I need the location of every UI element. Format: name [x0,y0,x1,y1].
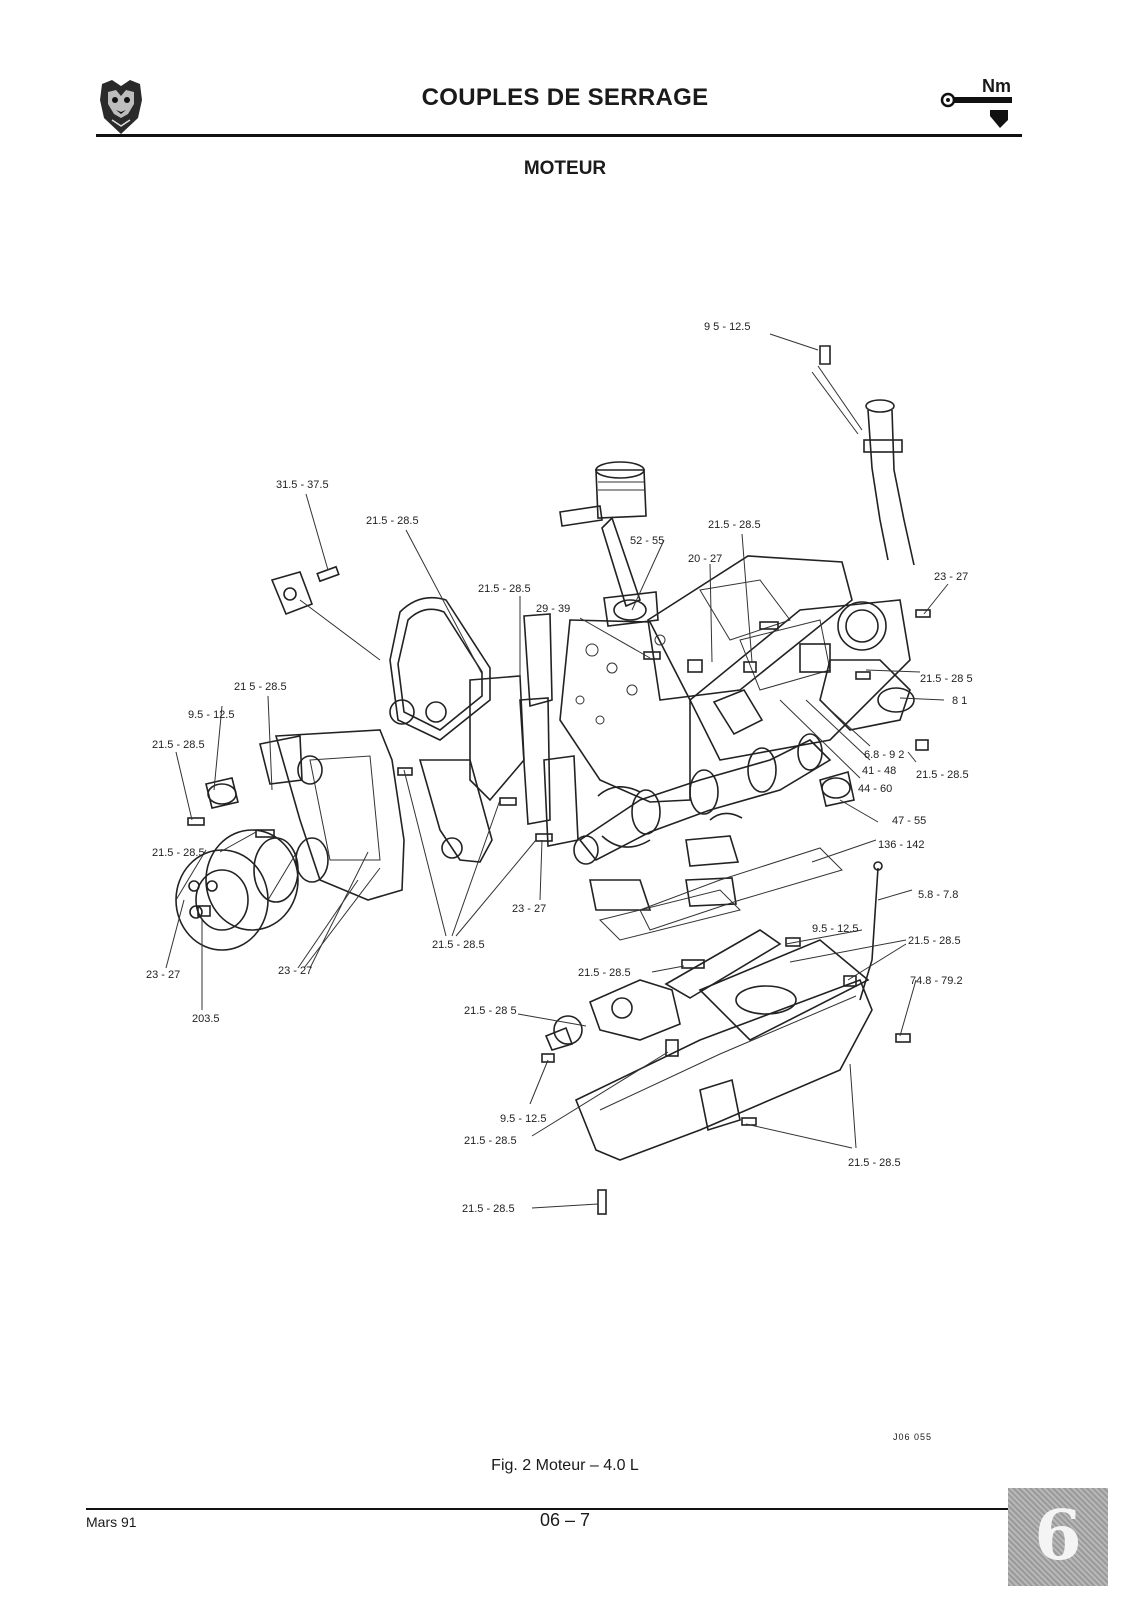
callout-label: 21.5 - 28.5 [916,769,969,781]
callout-label: 20 - 27 [688,553,722,565]
callout-label: 21.5 - 28.5 [464,1135,517,1147]
callout-label: 44 - 60 [858,783,892,795]
bearing-caps [589,786,843,941]
section-subtitle: MOTEUR [523,158,607,179]
callout-label: 52 - 55 [630,535,664,547]
oil-sump-and-pump [544,861,883,1161]
torque-wrench-icon: Nm [938,76,1018,134]
callout-label: 74.8 - 79.2 [910,975,963,987]
page-number: 06 – 7 [539,1510,591,1530]
callout-label: 9.5 - 12.5 [188,709,234,721]
footer-date: Mars 91 [86,1514,137,1530]
callout-label: 23 - 27 [934,571,968,583]
callout-label: 21.5 - 28.5 [152,847,205,859]
callout-label: 21.5 - 28.5 [848,1157,901,1169]
callout-label: 21.5 - 28.5 [478,583,531,595]
callout-label: 6.8 - 9 2 [864,749,904,761]
engine-mount-left [205,571,381,809]
callout-label: 31.5 - 37.5 [276,479,329,491]
piston-assembly [559,461,659,627]
callout-label: 21.5 - 28.5 [908,935,961,947]
oil-filler-tube [811,345,915,566]
page-title: COUPLES DE SERRAGE [421,84,709,111]
callout-label: 9 5 - 12.5 [704,321,750,333]
engine-mount-right [712,689,855,807]
callout-label: 23 - 27 [278,965,312,977]
callout-label: 47 - 55 [892,815,926,827]
crankshaft [573,733,832,865]
figure-reference: J06 055 [893,1432,933,1442]
callout-label: 136 - 142 [878,839,924,851]
figure-caption: Fig. 2 Moteur – 4.0 L [491,1457,639,1474]
callout-label: 21.5 - 28.5 [462,1203,515,1215]
callout-label: 21 5 - 28.5 [234,681,287,693]
jaguar-logo-icon [98,78,144,136]
callout-labels: 9 5 - 12.5 31.5 - 37.5 21.5 - 28.5 52 - … [146,321,973,1215]
footer-rule [86,1508,1008,1510]
callout-label: 203.5 [192,1013,220,1025]
callout-label: 21.5 - 28.5 [578,967,631,979]
section-tab: 6 [1008,1488,1108,1586]
engine-block [559,555,915,803]
section-tab-number: 6 [1034,1496,1082,1576]
timing-cover-and-pulleys [259,596,579,901]
unit-badge: Nm [982,76,1012,96]
callout-label: 9.5 - 12.5 [500,1113,546,1125]
callout-label: 21.5 - 28.5 [152,739,205,751]
callout-label: 5.8 - 7.8 [918,889,958,901]
callout-label: 23 - 27 [512,903,546,915]
callout-label: 23 - 27 [146,969,180,981]
callout-label: 9.5 - 12.5 [812,923,858,935]
callout-label: 21.5 - 28.5 [432,939,485,951]
callout-label: 8 1 [952,695,967,707]
bolts [187,565,931,1215]
header-rule [96,134,1022,137]
callout-label: 21.5 - 28 5 [920,673,973,685]
callout-label: 21.5 - 28 5 [464,1005,517,1017]
leader-lines [165,333,949,1209]
damper-pulley [175,829,329,951]
callout-label: 21.5 - 28.5 [708,519,761,531]
callout-label: 29 - 39 [536,603,570,615]
callout-label: 21.5 - 28.5 [366,515,419,527]
callout-label: 41 - 48 [862,765,896,777]
